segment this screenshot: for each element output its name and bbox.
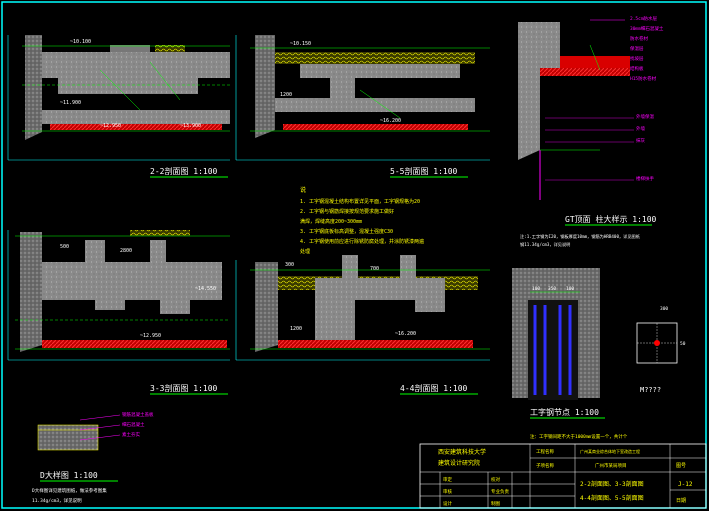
gt-callout-5: 找坡层: [630, 55, 644, 62]
tb-row-3: 设计: [443, 500, 452, 507]
dim-a: ~10.100: [70, 39, 91, 45]
tb-row-2: 审核: [443, 488, 452, 495]
gt-callout-6: 结构板: [630, 65, 644, 72]
dim-d: ~13.900: [180, 123, 201, 129]
dim-k: 300: [285, 262, 294, 268]
tb-row2-2: 专业负责: [491, 488, 509, 495]
dim-f: ~10.150: [290, 41, 311, 47]
gt-callout-1: 2.5cm防水层: [630, 15, 658, 22]
dim-l: 700: [370, 266, 379, 272]
dim-e: ~16.200: [380, 118, 401, 124]
beam-title: 工字钢节点 1:100: [530, 407, 599, 417]
tb-company-2: 建筑设计研究院: [438, 459, 480, 467]
notes-line-6: 处理: [300, 248, 310, 255]
beam-dim-2: 350: [548, 286, 556, 292]
tb-item: 广州市某局项目: [595, 462, 627, 469]
beam-dim-3: 100: [566, 286, 574, 292]
notes-line-5: 4. 工字钢使用前应进行除锈防腐处理，并涂防锈漆两遍: [300, 238, 424, 245]
gt-callout-7: H15防水卷材: [630, 75, 657, 82]
gt-callout-3: 防水卷材: [630, 35, 648, 42]
section-2-2-title: 2-2剖面图 1:100: [150, 166, 218, 176]
dim-h-2: 1200: [290, 326, 302, 332]
notes-line-2: 2. 工字钢与钢筋焊接按规范要求施工做好: [300, 208, 394, 215]
title-block: 西安建筑科技大学 建筑设计研究院 工程名称 广州某商业综合体地下室改造工程 子项…: [419, 443, 707, 509]
beam-dim-1: 100: [532, 286, 540, 292]
tb-no-label: 图号: [676, 463, 686, 469]
gt-title: GT顶面 柱大样示 1:100: [565, 214, 657, 224]
gt-callout-2: 30mm细石混凝土: [630, 25, 664, 32]
tb-project: 广州某商业综合体地下室改造工程: [580, 448, 640, 454]
tb-project-label: 工程名称: [536, 448, 554, 455]
gt-right-2: 外墙: [636, 125, 645, 132]
tb-no: J-12: [678, 481, 693, 488]
gt-callout-4: 保温层: [630, 45, 644, 52]
dim-b: ~11.900: [60, 100, 81, 106]
tb-row2-1: 校对: [491, 476, 500, 483]
tb-item-label: 子项名称: [536, 462, 554, 469]
dim-c-2: ~12.950: [140, 333, 161, 339]
gt-right-3: 抹灰: [636, 137, 645, 144]
section-4-4-title: 4-4剖面图 1:100: [400, 383, 468, 393]
dim-h: 1200: [280, 92, 292, 98]
gt-note-1: 注:1.工字钢为I20，钢板厚度10mm，钢筋为HRB400，详见图纸: [520, 233, 641, 240]
dim-g: ~14.550: [195, 286, 216, 292]
d-note-2: 11.34g/cm3，详见说明: [32, 497, 82, 504]
tb-drawing-title-1: 2-2剖面图、3-3剖面图: [580, 480, 644, 488]
section-5-5: ~10.150 1200 ~16.200 5-5剖面图 1:100: [235, 35, 490, 178]
notes-line-4: 3. 工字钢底板标高调整，混凝土强度C30: [300, 228, 393, 235]
tb-drawing-title-2: 4-4剖面图、5-5剖面图: [580, 494, 644, 502]
col-dim-1: 300: [660, 306, 668, 312]
tb-company-1: 西安建筑科技大学: [438, 448, 486, 456]
d-callout-1: 钢筋混凝土盖板: [122, 411, 154, 418]
notes-title: 说: [300, 186, 306, 194]
section-d-detail: 钢筋混凝土盖板 细石混凝土 素土夯实 D大样图 1:100 D大样图详见建筑图纸…: [32, 411, 154, 504]
gt-right-1: 外墙保温: [636, 113, 654, 120]
tb-row2-3: 制图: [491, 500, 500, 507]
section-3-3: 500 2800 ~14.550 ~12.950 3-3剖面图 1:100: [7, 230, 230, 395]
col-dim-2: 50: [680, 341, 686, 347]
tb-row-1: 审定: [443, 476, 452, 483]
section-2-2: ~10.100 ~11.900 ~12.950 ~13.900 2-2剖面图 1…: [7, 35, 230, 178]
beam-note: 注：工字钢间距不大于1000mm设置一个，共计个: [530, 433, 628, 440]
gt-note-2: 钢11.34g/cm3，详见说明: [520, 241, 570, 248]
gt-right-4: 楼梯扶手: [636, 175, 654, 182]
notes-line-3: 满焊，焊缝高度200~300mm: [300, 218, 362, 225]
section-5-5-title: 5-5剖面图 1:100: [390, 166, 458, 176]
dim-e-2: ~16.200: [395, 331, 416, 337]
beam-detail: 100 350 100 工字钢节点 1:100 注：工字钢间距不大于1000mm…: [512, 268, 686, 440]
tb-date-label: 日期: [676, 498, 686, 504]
general-notes: 说 1. 工字钢混凝土结构布置详见平面，工字钢规格为20 2. 工字钢与钢筋焊接…: [300, 186, 424, 255]
dim-i: 2800: [120, 248, 132, 254]
dim-c: ~12.950: [100, 123, 121, 129]
d-note-1: D大样图详见建筑图纸，做法参考图集: [32, 487, 107, 494]
d-detail-title: D大样图 1:100: [40, 470, 98, 480]
notes-line-1: 1. 工字钢混凝土结构布置详见平面，工字钢规格为20: [300, 198, 420, 205]
gt-detail: 2.5cm防水层 30mm细石混凝土 防水卷材 保温层 找坡层 结构板 H15防…: [518, 15, 664, 248]
column-label: M????: [640, 386, 661, 394]
dim-j: 500: [60, 244, 69, 250]
d-callout-2: 细石混凝土: [122, 421, 145, 428]
section-3-3-title: 3-3剖面图 1:100: [150, 383, 218, 393]
d-callout-3: 素土夯实: [122, 431, 140, 438]
section-4-4: 300 700 1200 ~16.200 4-4剖面图 1:100: [235, 255, 490, 395]
